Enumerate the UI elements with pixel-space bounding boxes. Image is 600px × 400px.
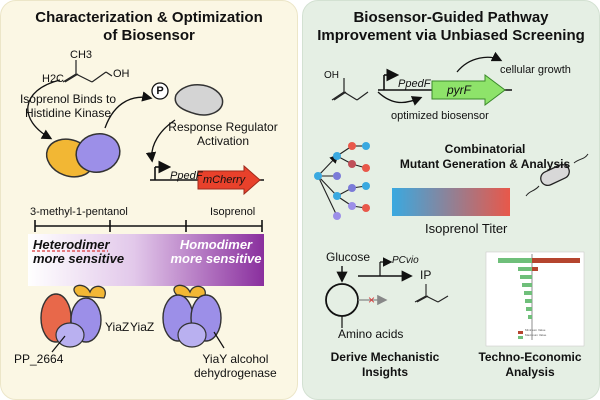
homodimer-line1: Homodimer (179, 237, 253, 252)
response-regulator-label: Response Regulator Activation (158, 120, 288, 148)
left-title-line2: of Biosensor (103, 27, 195, 44)
ligand-left-label: 3-methyl-1-pentanol (30, 206, 128, 218)
right-promoter-label: PpedF (398, 78, 431, 90)
isoprenol-molecule-right-top (331, 78, 369, 101)
derive-insights-label: Derive Mechanistic Insights (320, 350, 450, 380)
cellular-growth-label: cellular growth (500, 64, 571, 76)
molecule-h2c-label: H2C (42, 73, 65, 85)
techno-line1: Techno-Economic (478, 350, 582, 364)
techno-economic-label: Techno-Economic Analysis (470, 350, 590, 380)
response-regulator-line1: Response Regulator (168, 120, 278, 134)
yiay-label: YiaY alcohol dehydrogenase (194, 352, 277, 380)
svg-text:×: × (368, 293, 375, 307)
histidine-kinase-icon (45, 133, 121, 178)
ligand-right-label: Isoprenol (210, 206, 256, 218)
isoprenol-molecule-right-bottom (414, 284, 449, 303)
sensor-input-arrow (377, 91, 423, 106)
yiay-line1: YiaY alcohol (202, 352, 269, 366)
ligand-axis (34, 220, 263, 232)
legend-max-label: Maximum Value (525, 333, 547, 337)
response-regulator-icon (174, 84, 224, 116)
molecule-oh-label: OH (113, 68, 130, 80)
derive-line2: Insights (361, 365, 408, 379)
isoprenol-binds-line1: Isoprenol Binds to (19, 92, 117, 106)
combinatorial-label: Combinatorial Mutant Generation & Analys… (380, 142, 590, 172)
derive-line1: Derive Mechanistic (330, 350, 440, 364)
isoprenol-molecule-left (62, 60, 113, 83)
right-title-line2: Improvement via Unbiased Screening (317, 27, 585, 44)
homodimer-icon (162, 284, 225, 349)
growth-arrow (456, 51, 503, 73)
mcherry-label: mCherry (203, 174, 246, 186)
response-regulator-line2: Activation (196, 134, 250, 148)
yiay-line2: dehydrogenase (194, 366, 277, 380)
amino-acids-label: Amino acids (338, 327, 404, 341)
heterodimer-line1: Heterodimer (33, 237, 110, 252)
titer-label: Isoprenol Titer (425, 221, 508, 236)
pyrf-label: pyrF (447, 83, 471, 97)
pyrf-construct (378, 68, 512, 106)
isoprenol-titer-bar (392, 188, 510, 216)
ip-label: IP (420, 268, 432, 282)
binding-arrow (27, 79, 61, 140)
left-promoter-label: PpedF (170, 170, 203, 182)
right-molecule-oh: OH (324, 70, 339, 81)
legend-min-label: Minimum Value (525, 328, 546, 332)
left-panel-title: Characterization & Optimization of Biose… (0, 9, 298, 45)
phospho-arrow (104, 91, 153, 129)
phosphate-label: P (156, 85, 164, 97)
left-title-line1: Characterization & Optimization (35, 9, 263, 26)
optimized-biosensor-label: optimized biosensor (391, 110, 489, 122)
techno-line2: Analysis (505, 365, 555, 379)
right-title-line1: Biosensor-Guided Pathway (353, 9, 549, 26)
mutant-nodes (314, 142, 370, 220)
tornado-chart (485, 251, 585, 347)
mcherry-construct (150, 160, 264, 196)
isoprenol-binds-line2: Histidine Kinase (24, 106, 112, 120)
heterodimer-icon (40, 284, 106, 353)
pp2664-label: PP_2664 (14, 352, 64, 366)
combinatorial-line1: Combinatorial (444, 142, 526, 156)
combinatorial-line2: Mutant Generation & Analysis (399, 157, 571, 171)
homodimer-label: Homodimer more sensitive (168, 238, 264, 266)
cvio-promoter-label: PCvio (392, 255, 419, 266)
molecule-ch3-label: CH3 (70, 49, 93, 61)
bacterium-icon (525, 153, 589, 197)
yiaz-left-label: YiaZ (105, 320, 130, 334)
glucose-label: Glucose (326, 250, 371, 264)
yiaz-right-label: YiaZ (130, 320, 155, 334)
phosphate-icon (151, 82, 169, 100)
pathway-diagram: × (325, 257, 413, 328)
right-panel-title: Biosensor-Guided Pathway Improvement via… (302, 9, 600, 45)
heterodimer-label: Heterodimer more sensitive (33, 238, 124, 266)
homodimer-line2: more sensitive (170, 251, 262, 266)
heterodimer-line2: more sensitive (33, 251, 125, 266)
sensitivity-gradient-bar (28, 234, 264, 286)
mutant-tree (317, 145, 367, 217)
isoprenol-binds-label: Isoprenol Binds to Histidine Kinase (16, 92, 120, 120)
activation-arrow (145, 119, 176, 163)
